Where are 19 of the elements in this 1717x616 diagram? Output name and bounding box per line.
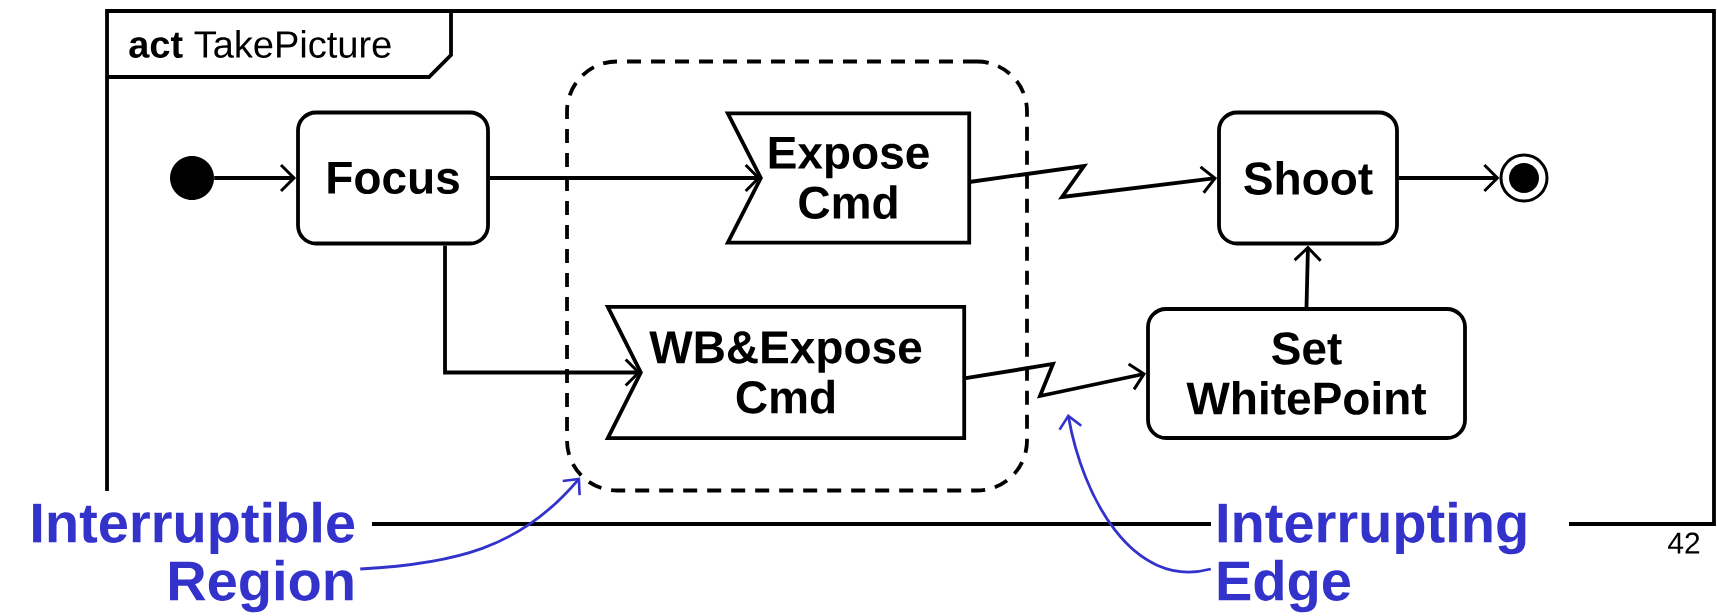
arrow — [1398, 163, 1500, 193]
page-number: 42 — [1668, 532, 1700, 554]
leader-arrow — [1058, 414, 1211, 574]
final-node — [1499, 153, 1549, 203]
initial-node — [170, 156, 214, 200]
arrow — [443, 245, 641, 387]
leader-arrow — [360, 477, 581, 571]
arrow — [968, 163, 1218, 200]
arrow — [1293, 245, 1322, 308]
action-box: Shoot — [1217, 110, 1399, 246]
arrow — [214, 163, 297, 193]
arrow — [489, 163, 761, 193]
accept-event-box: WB&Expose Cmd — [604, 304, 967, 441]
action-box: Set WhitePoint — [1146, 307, 1467, 440]
interruptible-region — [565, 59, 1029, 493]
arrow — [963, 361, 1147, 399]
accept-event-box: Expose Cmd — [724, 111, 972, 245]
action-box: Focus — [296, 110, 490, 246]
callout-text: Interrupting Edge — [1211, 497, 1569, 616]
